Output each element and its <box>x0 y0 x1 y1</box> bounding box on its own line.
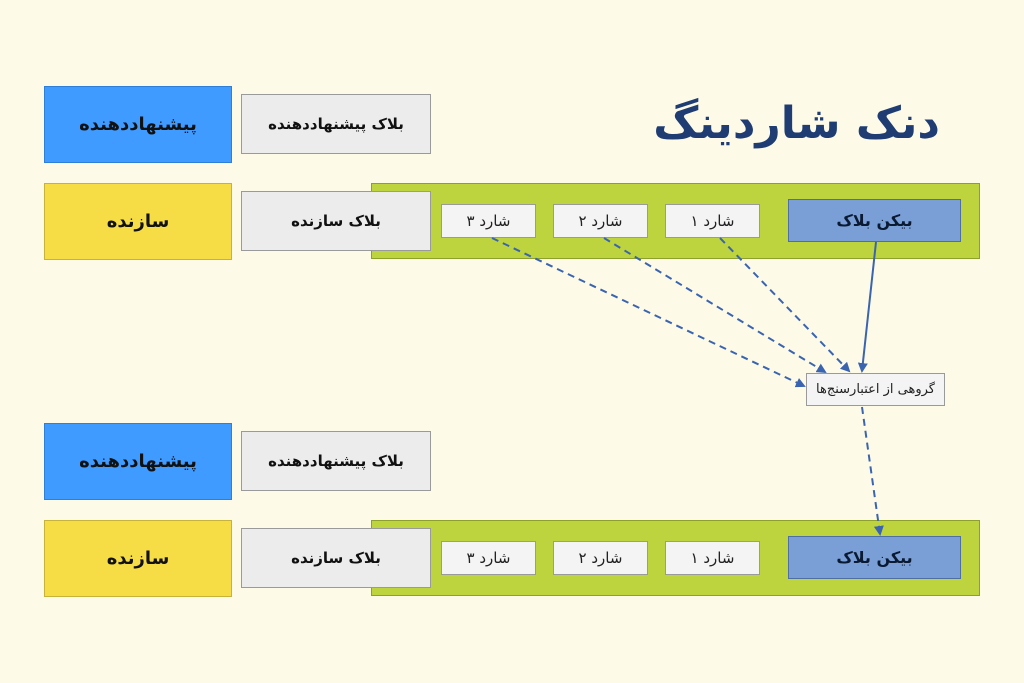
builder-block-top: بلاک سازنده <box>241 191 431 251</box>
beacon-block-bottom: بیکن بلاک <box>788 536 961 579</box>
proposer-block-bottom: بلاک پیشنهاددهنده <box>241 431 431 491</box>
validators-group: گروهی از اعتبارسنج‌ها <box>806 373 945 406</box>
shard-2-bottom: شارد ۲ <box>553 541 648 575</box>
arrow-shard2-to-validators <box>603 237 827 374</box>
proposer-box-bottom: پیشنهاددهنده <box>44 423 232 500</box>
arrow-shard1-to-validators <box>719 237 851 373</box>
beacon-block-top: بیکن بلاک <box>788 199 961 242</box>
shard-3-bottom: شارد ۳ <box>441 541 536 575</box>
shard-1-top: شارد ۱ <box>665 204 760 238</box>
arrow-validators-to-beacon <box>861 406 884 536</box>
shard-1-bottom: شارد ۱ <box>665 541 760 575</box>
builder-box-bottom: سازنده <box>44 520 232 597</box>
proposer-box-top: پیشنهاددهنده <box>44 86 232 163</box>
arrow-beacon-to-validators <box>857 241 877 373</box>
builder-block-bottom: بلاک سازنده <box>241 528 431 588</box>
arrow-shard3-to-validators <box>491 237 806 388</box>
proposer-block-top: بلاک پیشنهاددهنده <box>241 94 431 154</box>
builder-box-top: سازنده <box>44 183 232 260</box>
page-title: دنک شاردینگ <box>653 98 940 149</box>
shard-3-top: شارد ۳ <box>441 204 536 238</box>
shard-2-top: شارد ۲ <box>553 204 648 238</box>
